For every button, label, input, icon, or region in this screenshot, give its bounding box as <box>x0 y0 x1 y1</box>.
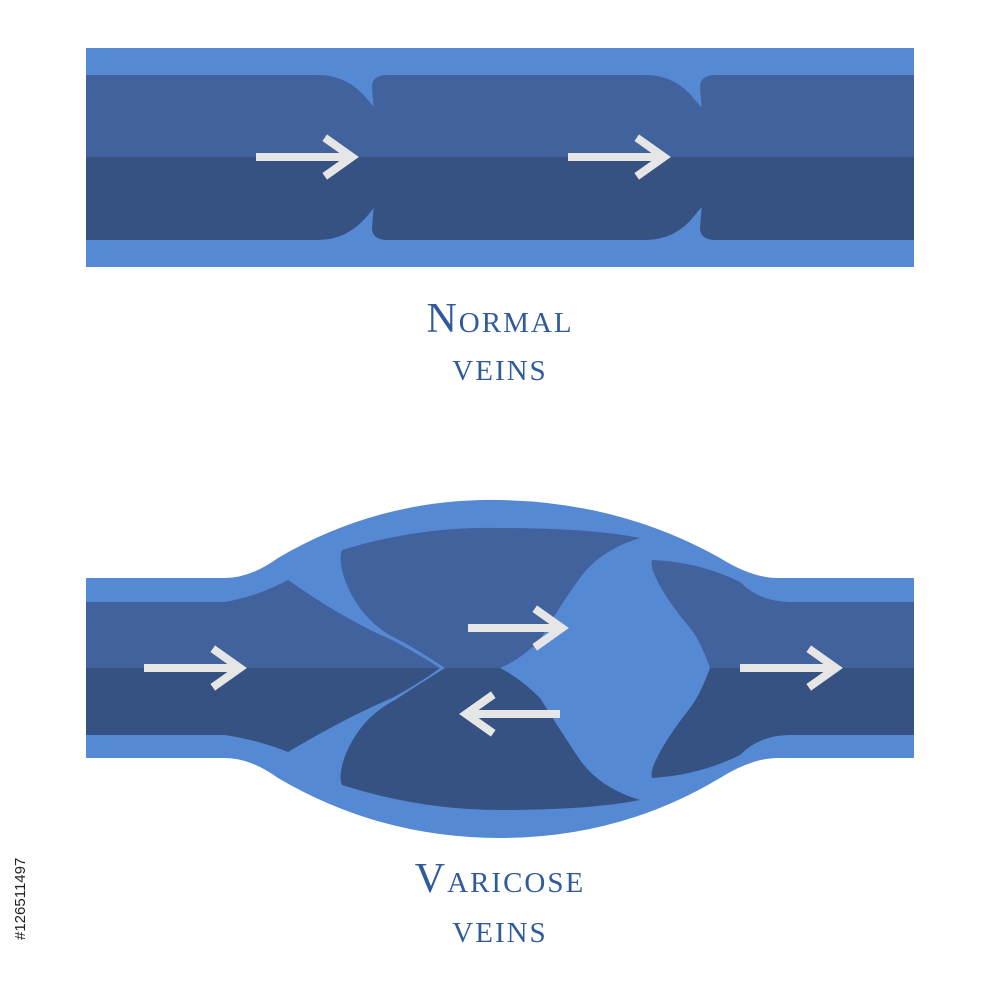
varicose-vein-lumen <box>86 527 914 810</box>
normal-caption-line2: veins <box>452 344 548 390</box>
varicose-caption-line2: veins <box>452 906 548 952</box>
varicose-flow-arrow-forward <box>468 605 569 651</box>
normal-veins-caption: Normal veins <box>0 298 1000 388</box>
varicose-vein <box>86 499 914 838</box>
varicose-flow-arrow-in <box>144 645 247 691</box>
normal-caption-line1: Normal <box>426 296 574 342</box>
normal-vein-lumen <box>86 75 914 240</box>
varicose-flow-arrow-out <box>740 645 843 691</box>
normal-flow-arrow-2 <box>568 134 671 180</box>
varicose-caption-line1: Varicose <box>414 856 586 902</box>
stock-id-label: #126511497 <box>12 857 29 940</box>
normal-vein <box>86 48 914 267</box>
varicose-veins-caption: Varicose veins <box>0 858 1000 950</box>
normal-flow-arrow-1 <box>256 134 359 180</box>
varicose-flow-arrow-backward <box>459 691 560 737</box>
